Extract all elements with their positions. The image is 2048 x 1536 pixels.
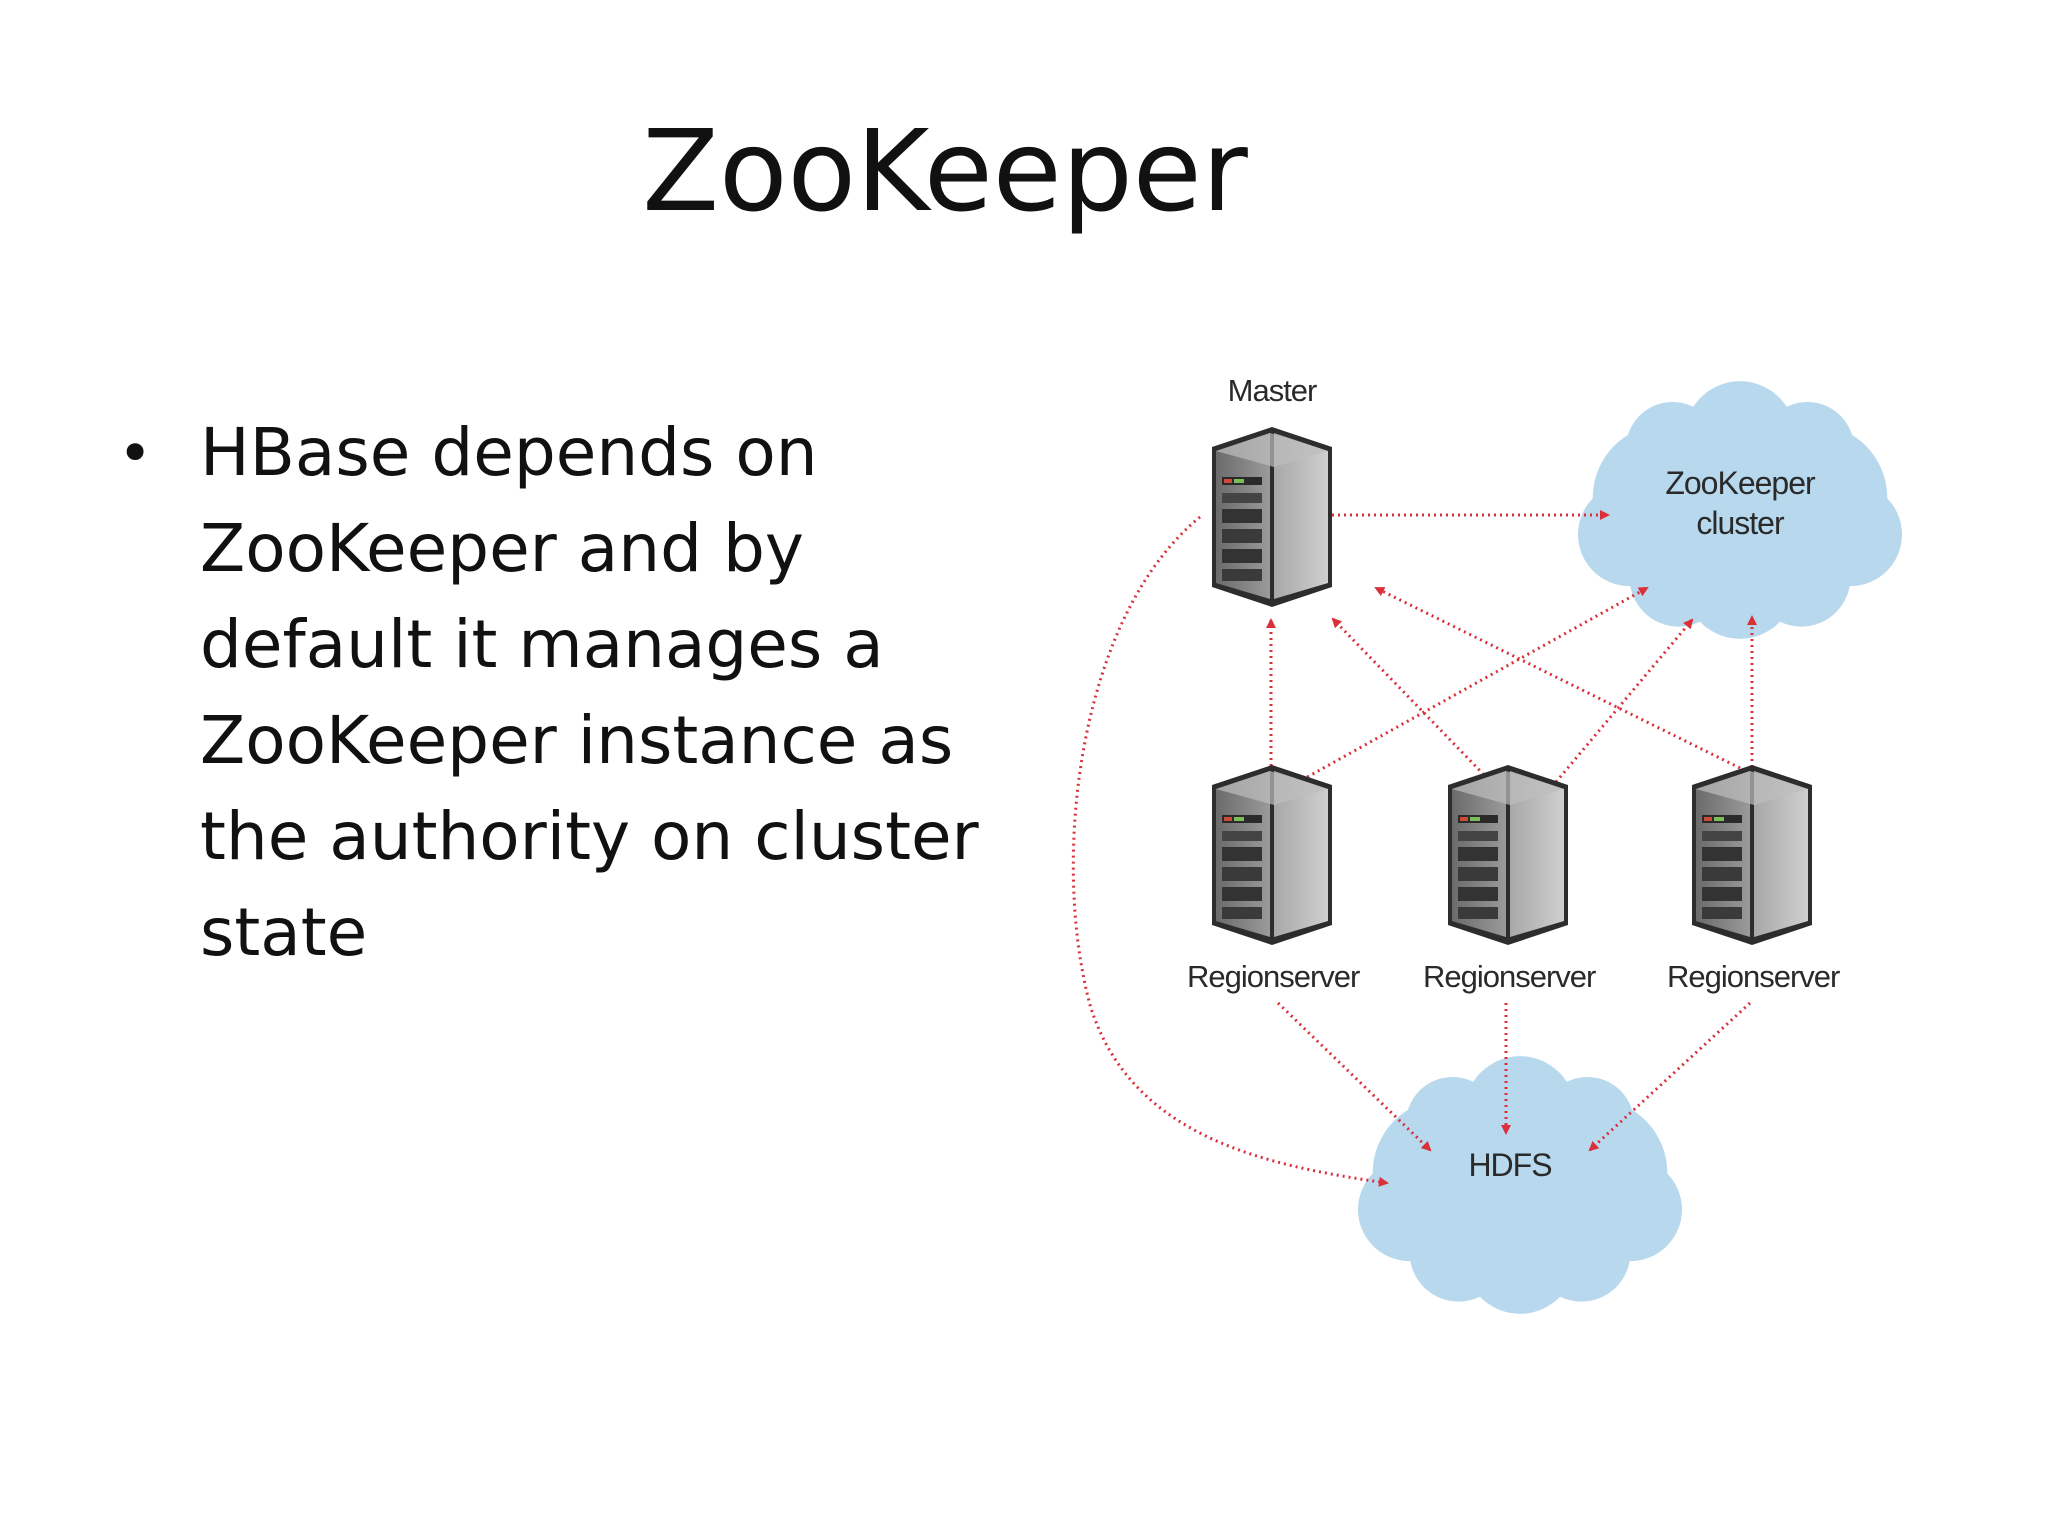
regionserver-1-label: Regionserver: [1187, 959, 1360, 994]
regionserver-2-label: Regionserver: [1423, 959, 1596, 994]
regionserver-3-label: Regionserver: [1667, 959, 1840, 994]
hdfs-label: HDFS: [1468, 1147, 1552, 1183]
arrow-master-to-hdfs: [1071, 515, 1389, 1187]
arrows: [1071, 510, 1757, 1187]
arrow-rs2-to-master: [1331, 617, 1490, 781]
zookeeper-cluster-label: ZooKeeper cluster: [1665, 465, 1815, 541]
master-label: Master: [1227, 373, 1318, 408]
regionserver-1-icon: [1212, 765, 1332, 945]
master-server-icon: [1212, 427, 1332, 607]
arrow-rs2-to-zookeeper: [1554, 618, 1694, 783]
regionserver-3-icon: [1692, 765, 1812, 945]
arrow-rs1-to-zookeeper: [1301, 586, 1649, 782]
diagram-canvas: [1071, 381, 1902, 1314]
arrow-rs3-to-master: [1374, 586, 1741, 770]
hdfs-cloud-icon: [1358, 1056, 1682, 1314]
bullet-text: HBase depends on ZooKeeper and by defaul…: [200, 414, 979, 971]
architecture-diagram: Master ZooKeeper cluster Regionserver Re…: [1030, 355, 1970, 1315]
bullet-dot-icon: •: [118, 419, 153, 487]
slide-title: ZooKeeper: [642, 107, 1248, 237]
arrow-rs3-to-hdfs: [1588, 1001, 1752, 1152]
regionserver-2-icon: [1448, 765, 1568, 945]
